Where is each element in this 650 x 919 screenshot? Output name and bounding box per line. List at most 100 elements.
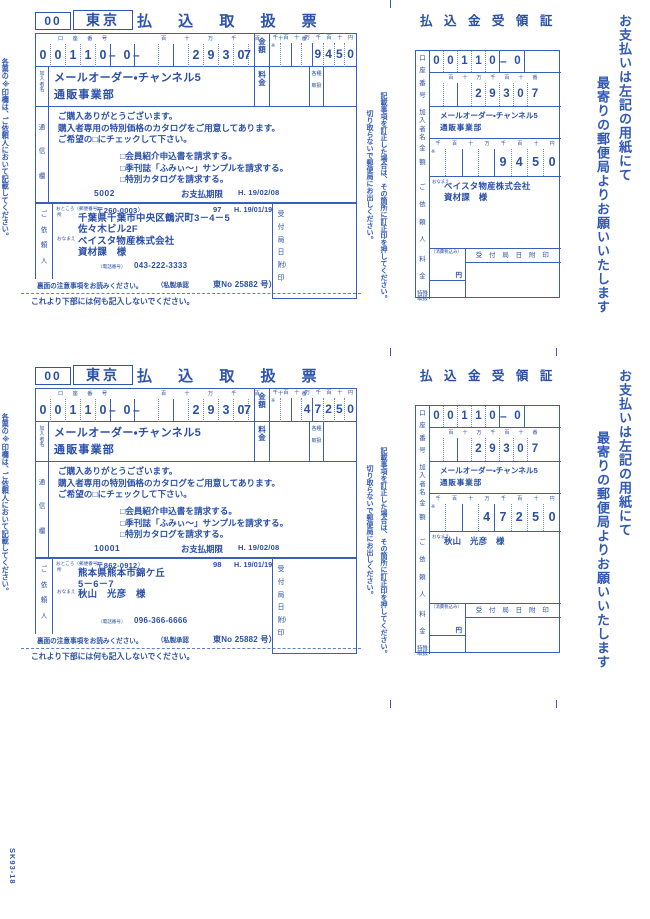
account-digit-blank [159, 44, 174, 67]
receipt-stamp-box [289, 203, 357, 299]
address-sub-label: 所 [57, 567, 62, 572]
receipt-amount-digit: 2 [512, 504, 528, 531]
receipt-account-top: 0 0 1 1 0 – 0 [430, 406, 561, 428]
amount-unit: 十 [294, 35, 300, 41]
amount-unit: 円 [347, 390, 354, 396]
instruction-line-2: 最寄りの郵便局よりお願いいたします [595, 431, 610, 669]
receipt-amount-digit [479, 149, 496, 176]
number-grid: 口 座 番 号 百 十 万 千 百 十 番 0 0 1 1 0 – 0 – [35, 388, 357, 462]
amount-digits: 9 4 5 0 [270, 43, 356, 67]
amount-digit: 2 [324, 398, 335, 422]
payment-receipt: 払 込 金 受 領 証 口座番号 0 0 1 1 0 – 0 百十万 [398, 8, 576, 302]
receipt-account-units: 百十万 千百十番 [448, 75, 538, 81]
checkbox-option-1[interactable]: □会員紹介申込書を請求する。 [120, 151, 237, 161]
address-label: おところ（郵便番号） [56, 561, 102, 566]
amount-digit [292, 398, 303, 422]
paren-open: ) [138, 207, 140, 213]
payment-slip: 00 東京 払 込 取 扱 票 口 座 番 号 百 十 万 千 百 十 番 0 … [17, 8, 361, 306]
message-line1: ご購入ありがとうございます。 [58, 466, 178, 476]
payee-band: 加入者名 メールオーダー・チャンネル5 通販事業部 [36, 422, 255, 461]
fee-band: 料金 各種 取扱 [255, 422, 356, 461]
checkbox-option-3[interactable]: □特別カタログを請求する。 [120, 529, 229, 539]
receipt-fee-label: 料金特殊取扱 [416, 604, 430, 657]
amount-unit: 千 [315, 390, 321, 396]
amount-digit: 9 [313, 43, 324, 67]
message-label: 通信欄 [36, 462, 49, 557]
address-line2: 佐々木ビル2F [78, 223, 138, 235]
checkbox-option-1[interactable]: □会員紹介申込書を請求する。 [120, 506, 237, 516]
checkbox-option-2[interactable]: □季刊誌「ふみぃ〜」サンプルを請求する。 [120, 517, 289, 528]
paren-open: ) [138, 562, 140, 568]
account-number-band: 口 座 番 号 百 十 万 千 百 十 番 0 0 1 1 0 – 0 – [36, 34, 307, 67]
payee-label: 加入者名 [36, 67, 49, 106]
amount-band: 金額 千 百 十 万 千 百 十 円 ※ [255, 389, 356, 422]
receipt-frame: 口座番号 0 0 1 1 0 – 0 百十万 千百十番 [415, 405, 561, 657]
account-dash-2: – [133, 48, 140, 62]
receipt-account-digit: 0 [444, 406, 458, 427]
receipt-account-digit: 0 [514, 438, 528, 461]
receipt-tax-cell: （消費税込み） 円 [430, 249, 466, 281]
account-digit: 1 [66, 44, 81, 67]
account-dash-1: – [109, 403, 116, 417]
fee-kind-2: 取扱 [311, 437, 322, 444]
office-code: 00 [35, 12, 71, 30]
account-digit: 0 [51, 399, 66, 422]
customer-number: 5002 [94, 188, 116, 198]
cut-line [21, 293, 361, 294]
account-digit-blank [174, 399, 189, 422]
checkbox-option-2[interactable]: □季刊誌「ふみぃ〜」サンプルを請求する。 [120, 162, 289, 173]
receipt-amount-digit [430, 504, 447, 531]
account-header-left: 口 座 番 号 [58, 36, 112, 42]
due-date-value: H. 19/02/08 [238, 543, 280, 552]
sequence-number: 97 [213, 205, 222, 214]
receipt-amount-digit: 7 [495, 504, 512, 531]
receipt-name-line1: ベイスタ物産株式会社 [444, 181, 531, 191]
receipt-account-digit-blank [444, 438, 458, 461]
account-digit: 0 [36, 399, 51, 422]
mid-note-a: 記載事項を訂正した場合は、その箇所に訂正印を押してください。 [380, 447, 387, 657]
account-digit: 7 [244, 48, 251, 62]
registered-date: H. 19/01/19 [234, 560, 273, 569]
receipt-payee-line2: 通販事業部 [440, 478, 482, 487]
receipt-account-digit: 0 [511, 406, 525, 427]
receipt-account-digit: 3 [500, 438, 514, 461]
account-digits: 0 0 1 1 0 – 0 – 2 9 3 0 [36, 44, 254, 67]
receipt-fee: （消費税込み） 円 受 付 局 日 附 印 [430, 249, 561, 298]
sheet-code: SK93-18 [8, 848, 17, 885]
amount-digit [292, 43, 303, 67]
account-digit: 0 [96, 44, 111, 67]
receipt-account-digit-blank [444, 83, 458, 106]
telephone-label: （電話番号） [98, 619, 126, 624]
sender-label: ご依頼人 [36, 559, 53, 634]
receipt-title: 払 込 金 受 領 証 [420, 14, 557, 28]
receipt-sender: おなまえ ベイスタ物産株式会社 資材課 様 [430, 177, 561, 249]
amount-marker: ※ [271, 398, 276, 404]
crop-mark-bottom-right [556, 700, 557, 708]
account-digit-blank [174, 44, 189, 67]
receipt-payee-line1: メールオーダー・チャンネル5 [440, 466, 538, 475]
amount-digit [281, 398, 292, 422]
receipt-name-label: おなまえ [432, 179, 450, 184]
paren-close: ) [284, 262, 286, 268]
checkbox-option-3[interactable]: □特別カタログを請求する。 [120, 174, 229, 184]
cert-number: 東No 25882 号） [213, 279, 277, 290]
receipt-fee: （消費税込み） 円 受 付 局 日 附 印 [430, 604, 561, 653]
account-digit: 0 [120, 44, 135, 67]
address-line1: 熊本県熊本市錦ケ丘 [78, 567, 166, 578]
amount-marker: ※ [271, 43, 276, 49]
receipt-sender-name: ベイスタ物産株式会社 資材課 様 [444, 181, 531, 203]
receipt-date-stamp-label: 受 付 局 日 附 印 [466, 249, 561, 263]
receipt-account-digit: 0 [430, 51, 444, 72]
fee-amount-cell [270, 422, 310, 461]
cert-note: （私製承認 [157, 282, 189, 289]
receipt-yen-label: 円 [455, 627, 463, 634]
receipt-account-digit: 3 [500, 83, 514, 106]
payee-band: 加入者名 メールオーダー・チャンネル5 通販事業部 [36, 67, 255, 106]
cut-line [21, 648, 361, 649]
account-digit: 9 [204, 399, 219, 422]
receipt-account-digit: 1 [472, 406, 486, 427]
sequence-number: 98 [213, 560, 222, 569]
address-sub-label: 所 [57, 212, 62, 217]
receipt-amount-digit [430, 149, 447, 176]
receipt-account-top: 0 0 1 1 0 – 0 [430, 51, 561, 73]
